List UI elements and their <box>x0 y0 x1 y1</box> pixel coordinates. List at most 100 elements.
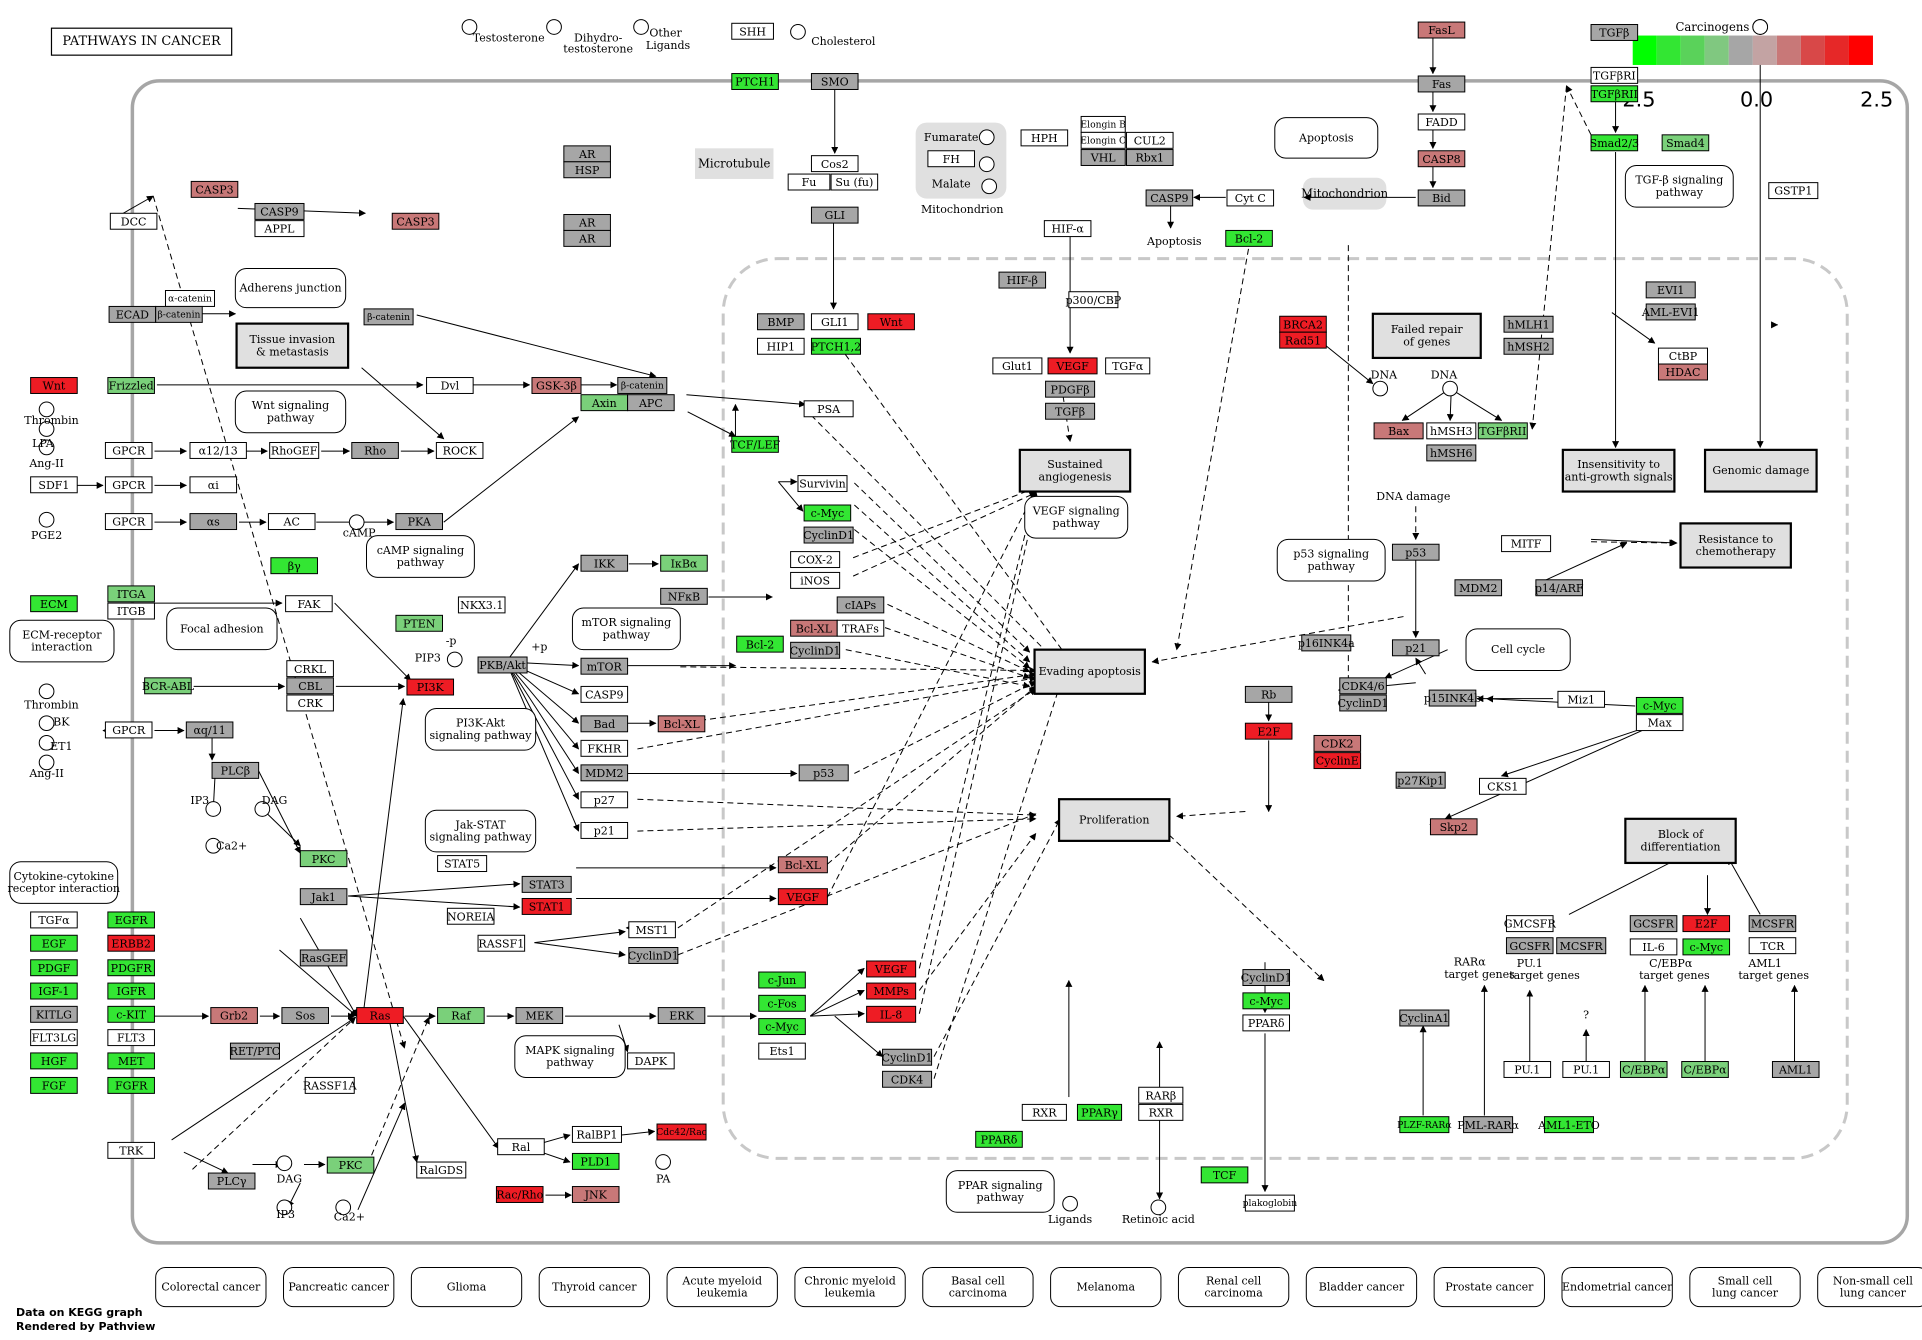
gene-node-pu1b[interactable]: PU.1 <box>1562 1061 1610 1078</box>
gene-node-ac[interactable]: AC <box>267 513 316 531</box>
gene-node-casp3_top[interactable]: CASP3 <box>190 180 239 198</box>
disease-link-11[interactable]: Prostate cancer <box>1433 1266 1545 1308</box>
gene-node-gmcsfr[interactable]: GMCSFR <box>1504 915 1557 933</box>
gene-node-rasgef[interactable]: RasGEF <box>299 949 348 967</box>
compound-circle[interactable] <box>38 715 55 732</box>
compound-circle[interactable] <box>978 156 995 173</box>
gene-node-survivin[interactable]: Survivin <box>797 475 848 493</box>
gene-node-gpcr4[interactable]: GPCR <box>104 721 153 739</box>
gene-node-ciaps[interactable]: cIAPs <box>836 596 885 614</box>
gene-node-cyclind1_1[interactable]: CyclinD1 <box>803 526 854 544</box>
disease-link-2[interactable]: Pancreatic cancer <box>283 1266 395 1308</box>
process-prolif[interactable]: Proliferation <box>1057 798 1171 842</box>
gene-node-igfr[interactable]: IGFR <box>107 982 155 1000</box>
gene-node-cyclind1_3[interactable]: CyclinD1 <box>882 1048 933 1066</box>
gene-node-pdgfb[interactable]: PDGFβ <box>1045 380 1096 398</box>
process-tissue[interactable]: Tissue invasion& metastasis <box>235 322 350 369</box>
gene-node-cmyc_c[interactable]: c-Myc <box>1682 938 1731 956</box>
gene-node-pdgfr[interactable]: PDGFR <box>107 959 155 977</box>
gene-node-cdk2[interactable]: CDK2 <box>1313 734 1362 752</box>
gene-node-as[interactable]: αs <box>189 513 238 531</box>
gene-node-hsp[interactable]: HSP <box>563 161 611 179</box>
compound-circle[interactable] <box>38 683 55 700</box>
gene-node-met[interactable]: MET <box>107 1052 155 1070</box>
gene-node-sufu[interactable]: Su (fu) <box>830 173 879 191</box>
gene-node-bad[interactable]: Bad <box>580 715 629 733</box>
gene-node-amleto[interactable]: AML1-ETO <box>1537 1116 1600 1134</box>
gene-node-vhl[interactable]: VHL <box>1080 149 1126 166</box>
gene-node-pparg[interactable]: PPARγ <box>1076 1103 1123 1121</box>
gene-node-cox2[interactable]: COX-2 <box>790 551 841 569</box>
gene-node-ikk[interactable]: IKK <box>580 554 629 572</box>
gene-node-il6[interactable]: IL-6 <box>1629 938 1678 956</box>
gene-node-rxr2[interactable]: RXR <box>1138 1103 1184 1121</box>
gene-node-mcsfr_a[interactable]: MCSFR <box>1556 937 1607 955</box>
gene-node-hph[interactable]: HPH <box>1020 129 1069 147</box>
gene-node-cos2[interactable]: Cos2 <box>810 155 859 173</box>
gene-node-pkc2[interactable]: PKC <box>326 1156 375 1174</box>
gene-node-rxr1[interactable]: RXR <box>1021 1103 1067 1121</box>
gene-node-cytc[interactable]: Cyt C <box>1226 189 1275 207</box>
pathway-link-cellcycle[interactable]: Cell cycle <box>1465 628 1571 671</box>
gene-node-max[interactable]: Max <box>1635 714 1684 732</box>
gene-node-cfos[interactable]: c-Fos <box>758 994 806 1012</box>
gene-node-dvl[interactable]: Dvl <box>426 377 474 394</box>
gene-node-ptch1[interactable]: PTCH1 <box>731 73 779 90</box>
gene-node-cyclina1[interactable]: CyclinA1 <box>1399 1009 1450 1027</box>
gene-node-vegf_1[interactable]: VEGF <box>777 888 828 906</box>
gene-node-fu[interactable]: Fu <box>787 173 831 191</box>
gene-node-plakoglobin[interactable]: plakoglobin <box>1243 1194 1298 1212</box>
gene-node-cyclind1_2[interactable]: CyclinD1 <box>790 641 841 659</box>
gene-node-hgf[interactable]: HGF <box>30 1052 78 1070</box>
gene-node-hifa[interactable]: HIF-α <box>1043 220 1092 238</box>
gene-node-hmsh3[interactable]: hMSH3 <box>1426 422 1477 440</box>
disease-link-1[interactable]: Colorectal cancer <box>155 1266 267 1308</box>
gene-node-p14arf[interactable]: p14/ARF <box>1535 579 1584 597</box>
gene-node-bcrabl[interactable]: BCR-ABL <box>142 677 195 695</box>
process-evading[interactable]: Evading apoptosis <box>1033 648 1146 695</box>
gene-node-ar2[interactable]: AR <box>563 214 611 231</box>
gene-node-fgfr[interactable]: FGFR <box>107 1076 155 1094</box>
compound-circle[interactable] <box>276 1199 293 1216</box>
gene-node-mdm2_r[interactable]: MDM2 <box>1454 579 1503 597</box>
gene-node-pu1a[interactable]: PU.1 <box>1503 1061 1552 1078</box>
compound-circle[interactable] <box>981 178 998 195</box>
gene-node-tgfbrii_b[interactable]: TGFβRII <box>1477 422 1528 440</box>
gene-node-a1213[interactable]: α12/13 <box>189 442 247 459</box>
gene-node-nkx31[interactable]: NKX3.1 <box>457 596 506 614</box>
gene-node-axin[interactable]: Axin <box>580 394 629 412</box>
gene-node-smad4[interactable]: Smad4 <box>1661 134 1710 152</box>
gene-node-casp9_l[interactable]: CASP9 <box>254 202 305 220</box>
disease-link-12[interactable]: Endometrial cancer <box>1561 1266 1673 1308</box>
compound-circle[interactable] <box>38 401 55 418</box>
gene-node-plzfrara[interactable]: PLZF-RARα <box>1397 1116 1452 1134</box>
gene-node-racrho[interactable]: Rac/Rho <box>495 1186 544 1203</box>
gene-node-appl[interactable]: APPL <box>254 220 305 238</box>
gene-node-mdm2_m[interactable]: MDM2 <box>580 764 629 782</box>
gene-node-pka[interactable]: PKA <box>395 513 444 531</box>
compound-circle[interactable] <box>335 1199 352 1216</box>
gene-node-p53_r[interactable]: p53 <box>1391 543 1440 561</box>
gene-node-gcsfr_a[interactable]: GCSFR <box>1505 937 1554 955</box>
disease-link-10[interactable]: Bladder cancer <box>1305 1266 1418 1308</box>
gene-node-cks1[interactable]: CKS1 <box>1478 777 1527 795</box>
gene-node-aq11[interactable]: αq/11 <box>185 721 234 739</box>
gene-node-rassf1[interactable]: RASSF1 <box>477 934 526 952</box>
gene-node-rassf1a[interactable]: RASSF1A <box>303 1076 358 1094</box>
gene-node-p15ink4b[interactable]: p15INK4b <box>1424 689 1481 707</box>
disease-link-3[interactable]: Glioma <box>410 1266 523 1308</box>
disease-link-8[interactable]: Melanoma <box>1050 1266 1162 1308</box>
gene-node-casp9_m[interactable]: CASP9 <box>580 685 629 703</box>
gene-node-tcf[interactable]: TCF <box>1200 1166 1249 1184</box>
gene-node-gli[interactable]: GLI <box>810 206 859 224</box>
gene-node-pkc1[interactable]: PKC <box>299 850 348 868</box>
gene-node-ar3[interactable]: AR <box>563 229 611 247</box>
